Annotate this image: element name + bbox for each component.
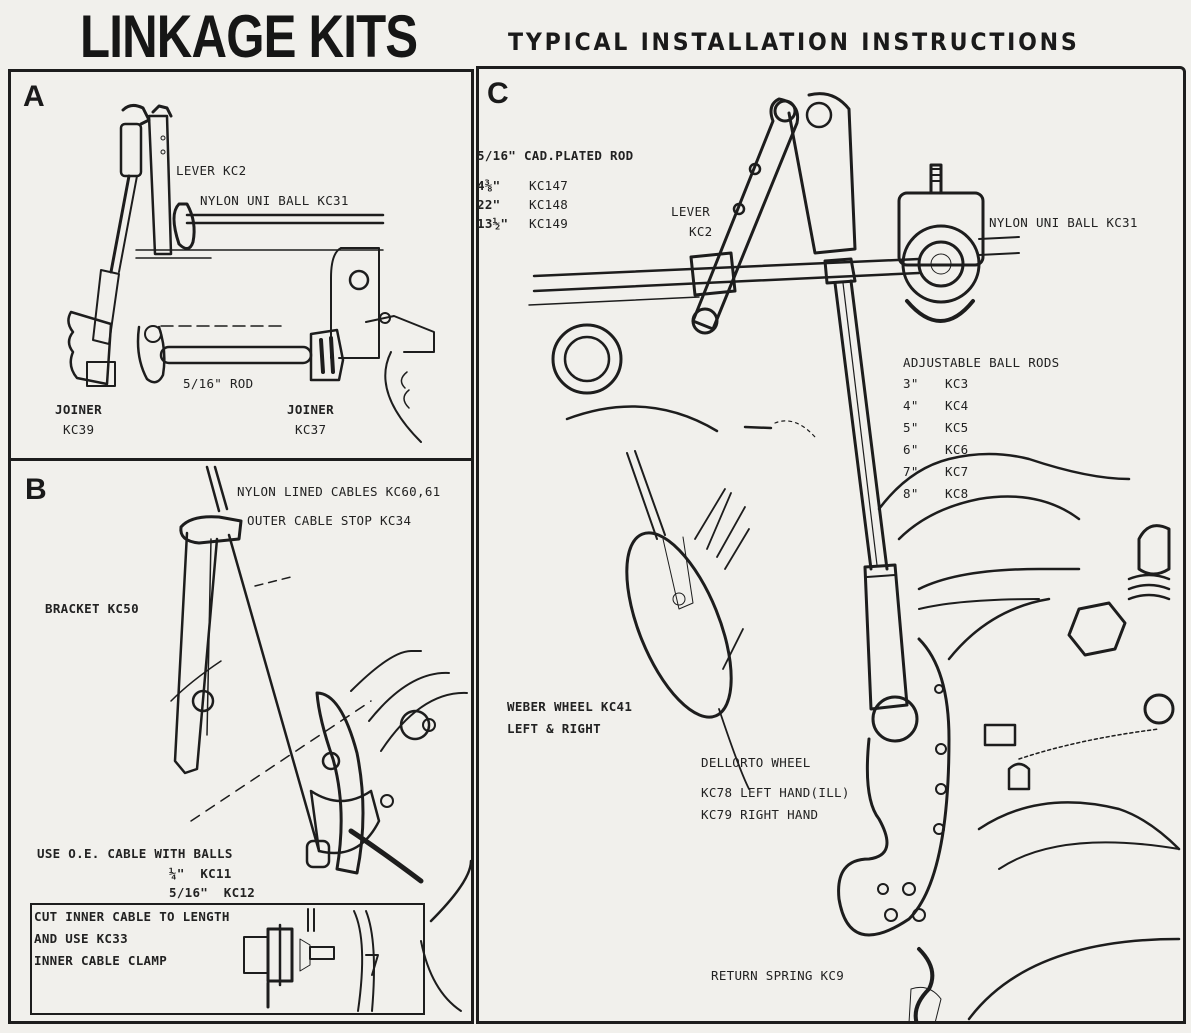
label-joiner-right-name: JOINER (287, 402, 334, 417)
label-rod-heading: 5/16" CAD.PLATED ROD (477, 148, 634, 163)
panel-a-illustration (67, 103, 435, 443)
label-bracket: BRACKET KC50 (45, 601, 139, 616)
ball-rod-code: KC7 (945, 464, 969, 479)
oe-code: KC12 (223, 885, 256, 900)
ball-rod-row: 3" KC3 (903, 376, 968, 398)
rod-code: KC148 (529, 197, 569, 212)
ball-rod-row: 8" KC8 (903, 486, 968, 508)
label-cables: NYLON LINED CABLES KC60,61 (237, 484, 441, 499)
rod-list: 4⅜" KC147 22" KC148 13½" KC149 (477, 178, 568, 235)
panel-c-illustration (528, 92, 1181, 1021)
oe-code: KC11 (200, 866, 232, 881)
label-oe-cable: USE O.E. CABLE WITH BALLS (37, 846, 233, 861)
oe-size: 5/16" (169, 885, 209, 900)
panel-a: A (8, 69, 474, 461)
ball-rod-list: 3" KC3 4" KC4 5" KC5 6" KC6 7" KC7 8" KC8 (903, 376, 968, 508)
ball-rod-code: KC6 (945, 442, 969, 457)
label-weber-1: WEBER WHEEL KC41 (507, 699, 633, 714)
panel-a-letter: A (23, 80, 45, 113)
rod-code: KC149 (529, 216, 569, 231)
oe-size-row-0: ¼" KC11 (169, 866, 232, 881)
label-joiner-right-code: KC37 (295, 422, 327, 437)
page-title: LINKAGE KITS (80, 3, 418, 70)
label-uni-ball: NYLON UNI BALL KC31 (200, 193, 349, 208)
panel-c: C (476, 66, 1186, 1024)
label-weber-2: LEFT & RIGHT (507, 721, 601, 736)
ball-rod-length: 8" (903, 486, 919, 501)
ball-rod-row: 6" KC6 (903, 442, 968, 464)
ball-rod-length: 3" (903, 376, 919, 391)
label-dellorto-heading: DELLORTO WHEEL (701, 755, 811, 770)
label-dellorto-right: KC79 RIGHT HAND (701, 807, 819, 822)
panel-b: B NYLON LINED CABLES KC60,61 OUTER CABLE (8, 458, 474, 1024)
ball-rod-row: 5" KC5 (903, 420, 968, 442)
cable-clamp-illustration (243, 908, 379, 1012)
rod-row: 13½" KC149 (477, 216, 568, 235)
rod-row: 22" KC148 (477, 197, 568, 216)
rod-row: 4⅜" KC147 (477, 178, 568, 197)
label-dellorto-left: KC78 LEFT HAND(ILL) (701, 785, 850, 800)
ball-rod-length: 7" (903, 464, 919, 479)
page-subtitle: TYPICAL INSTALLATION INSTRUCTIONS (508, 28, 1080, 56)
ball-rod-length: 6" (903, 442, 919, 457)
ball-rod-code: KC3 (945, 376, 969, 391)
inset-line-3: INNER CABLE CLAMP (34, 953, 168, 968)
panel-c-letter: C (487, 77, 509, 110)
ball-rod-code: KC4 (945, 398, 969, 413)
ball-rod-row: 4" KC4 (903, 398, 968, 420)
panel-b-letter: B (25, 473, 47, 506)
label-joiner-left-code: KC39 (63, 422, 95, 437)
ball-rod-length: 4" (903, 398, 919, 413)
inner-cable-clamp-inset: CUT INNER CABLE TO LENGTH AND USE KC33 I… (30, 903, 425, 1015)
label-lever: LEVER KC2 (176, 163, 247, 178)
inset-line-2: AND USE KC33 (34, 931, 128, 946)
rod-length: 22" (477, 197, 501, 212)
label-return-spring: RETURN SPRING KC9 (711, 968, 845, 983)
oe-size: ¼" (169, 866, 185, 881)
label-lever-code: KC2 (689, 224, 713, 239)
label-joiner-left-name: JOINER (55, 402, 102, 417)
ball-rod-row: 7" KC7 (903, 464, 968, 486)
label-lever-name: LEVER (671, 204, 711, 219)
label-uni-ball-c: NYLON UNI BALL KC31 (989, 215, 1138, 230)
ball-rod-code: KC5 (945, 420, 969, 435)
label-rod: 5/16" ROD (183, 376, 254, 391)
inset-line-1: CUT INNER CABLE TO LENGTH (34, 909, 230, 924)
label-cable-stop: OUTER CABLE STOP KC34 (247, 513, 412, 528)
rod-code: KC147 (529, 178, 569, 193)
ball-rod-code: KC8 (945, 486, 969, 501)
label-ball-rods-heading: ADJUSTABLE BALL RODS (903, 355, 1060, 370)
rod-length: 4⅜" (477, 178, 501, 193)
oe-size-row-1: 5/16" KC12 (169, 885, 255, 900)
rod-length: 13½" (477, 216, 509, 231)
ball-rod-length: 5" (903, 420, 919, 435)
panel-b-illustration (170, 465, 471, 1012)
